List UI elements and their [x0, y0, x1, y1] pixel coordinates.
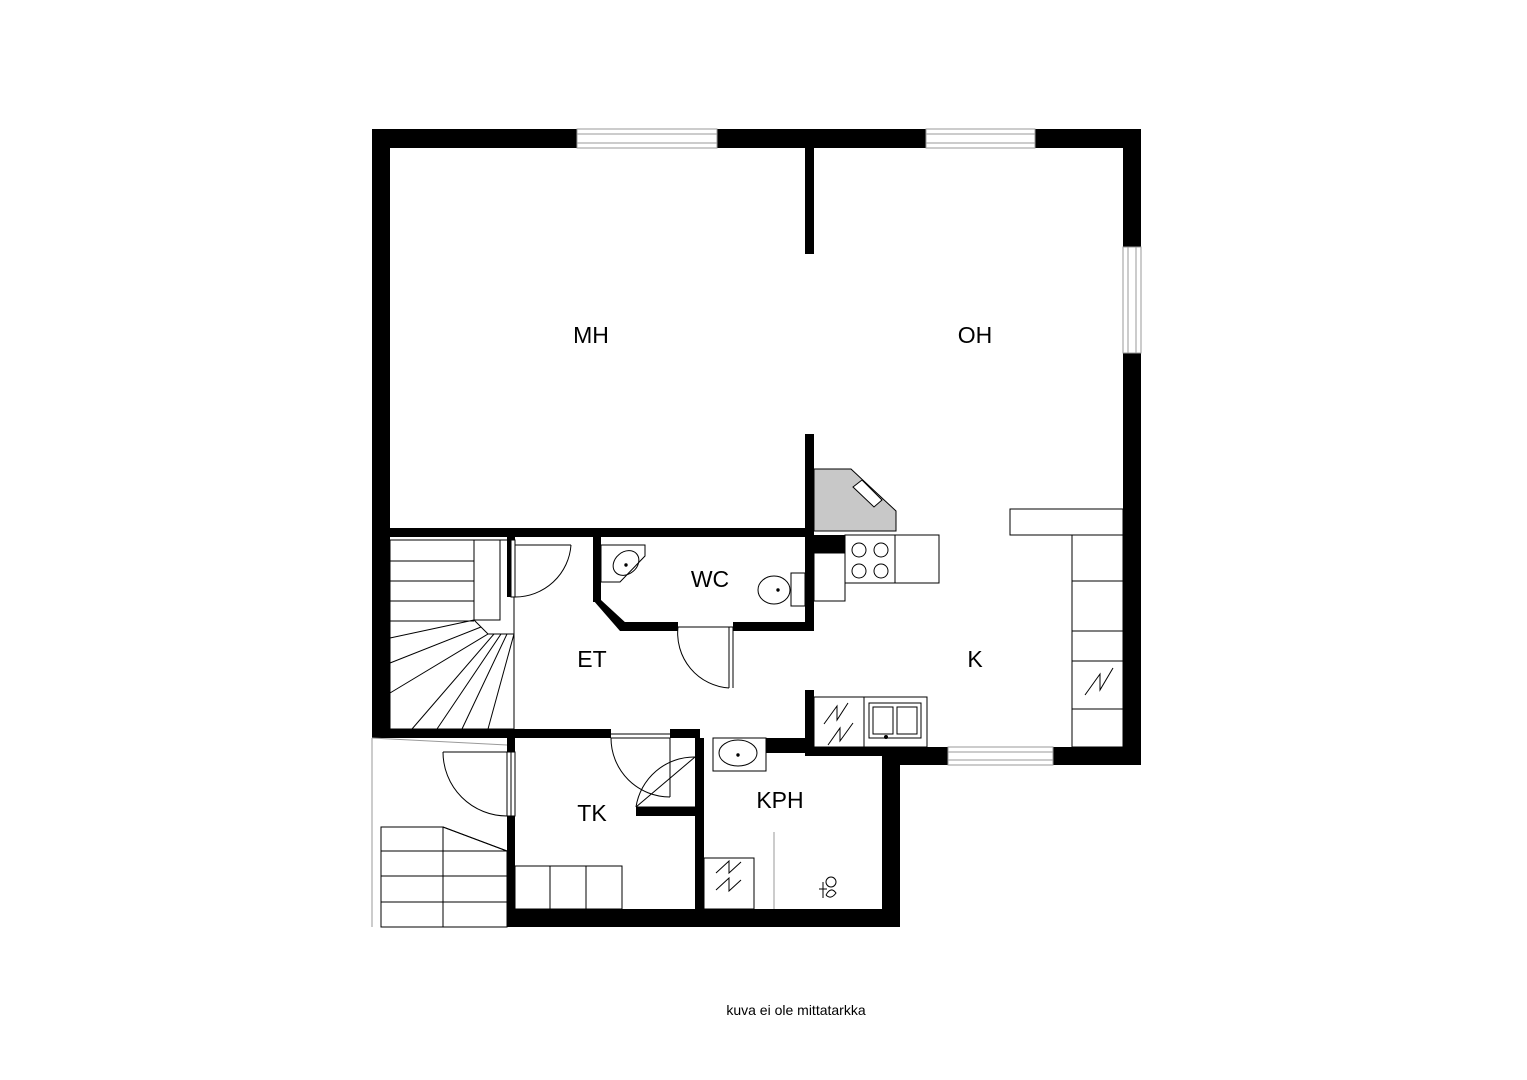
- wall-kitchen-column: [814, 535, 845, 553]
- wall-top-right: [1035, 129, 1141, 148]
- kph-washing-machine: [703, 857, 755, 910]
- kph-fixtures: [703, 737, 837, 910]
- wall-wc-bottom-left: [620, 622, 678, 631]
- wall-kph-top-right: [805, 747, 896, 756]
- room-label-wc: WC: [691, 566, 729, 592]
- kitchen-stove: [844, 534, 896, 584]
- room-label-tk: TK: [577, 800, 607, 826]
- wall-top-left: [372, 129, 577, 148]
- kph-washbasin: [712, 737, 767, 772]
- window-oh-top: [925, 128, 1036, 149]
- room-label-mh: MH: [573, 322, 609, 348]
- wall-top-middle: [717, 129, 926, 148]
- shower-head-icon: [819, 876, 837, 898]
- chimney-fireplace: [813, 468, 897, 532]
- kitchen-counter-top: [894, 534, 940, 584]
- walls: [372, 129, 1141, 927]
- windows: [576, 128, 1142, 766]
- wall-kph-top: [766, 738, 805, 753]
- room-label-et: ET: [577, 646, 606, 672]
- staircase: [389, 539, 515, 730]
- door-kph: [635, 738, 701, 808]
- wall-tk-left-lower: [507, 816, 515, 927]
- window-oh-right: [1122, 246, 1142, 354]
- wall-wc-chamfer: [593, 600, 627, 631]
- room-label-kph: KPH: [756, 787, 803, 813]
- wall-right-lower: [1123, 353, 1141, 765]
- wall-et-bottom-left: [372, 729, 611, 738]
- tk-shelves: [514, 865, 623, 910]
- doors: [442, 539, 734, 817]
- room-label-k: K: [967, 646, 983, 672]
- wall-mh-oh-lower: [805, 434, 814, 539]
- room-label-oh: OH: [958, 322, 993, 348]
- kitchen-counter-left: [813, 552, 846, 602]
- wall-wc-bottom-right: [733, 622, 814, 631]
- room-labels: MH OH WC ET K TK KPH: [573, 322, 992, 826]
- kitchen-sink: [813, 696, 928, 748]
- wall-tk-inner-ledge: [636, 807, 696, 816]
- wall-mh-bottom: [390, 528, 814, 537]
- door-entrance: [442, 751, 516, 817]
- wall-kitchen-bottom-right: [1053, 747, 1141, 765]
- wall-kitchen-bottom-left: [896, 747, 948, 765]
- wall-wc-left: [593, 537, 601, 602]
- door-et-stairs: [510, 539, 572, 598]
- wall-kitchen-lower-left: [805, 690, 814, 753]
- wall-mh-oh-upper: [805, 148, 814, 254]
- wall-left: [372, 129, 390, 738]
- wc-fixtures: [600, 544, 806, 607]
- window-kitchen-bottom: [947, 746, 1054, 766]
- kitchen-cabinets-right: [1009, 508, 1124, 748]
- scale-disclaimer: kuva ei ole mittatarkka: [726, 1002, 865, 1018]
- wall-right-upper: [1123, 129, 1141, 247]
- wall-wc-right: [805, 537, 814, 631]
- entrance-steps: [371, 737, 508, 928]
- wall-et-bottom-right: [670, 729, 700, 738]
- window-mh-top: [576, 128, 718, 149]
- wc-washbasin: [600, 544, 646, 583]
- wc-toilet: [757, 572, 806, 607]
- kitchen-fixtures: [813, 468, 1124, 748]
- wall-tk-kph-divider: [695, 738, 704, 927]
- door-tk: [610, 733, 671, 798]
- wall-kph-right: [882, 747, 900, 927]
- wall-tk-left-upper: [507, 738, 515, 752]
- door-wc: [677, 626, 734, 689]
